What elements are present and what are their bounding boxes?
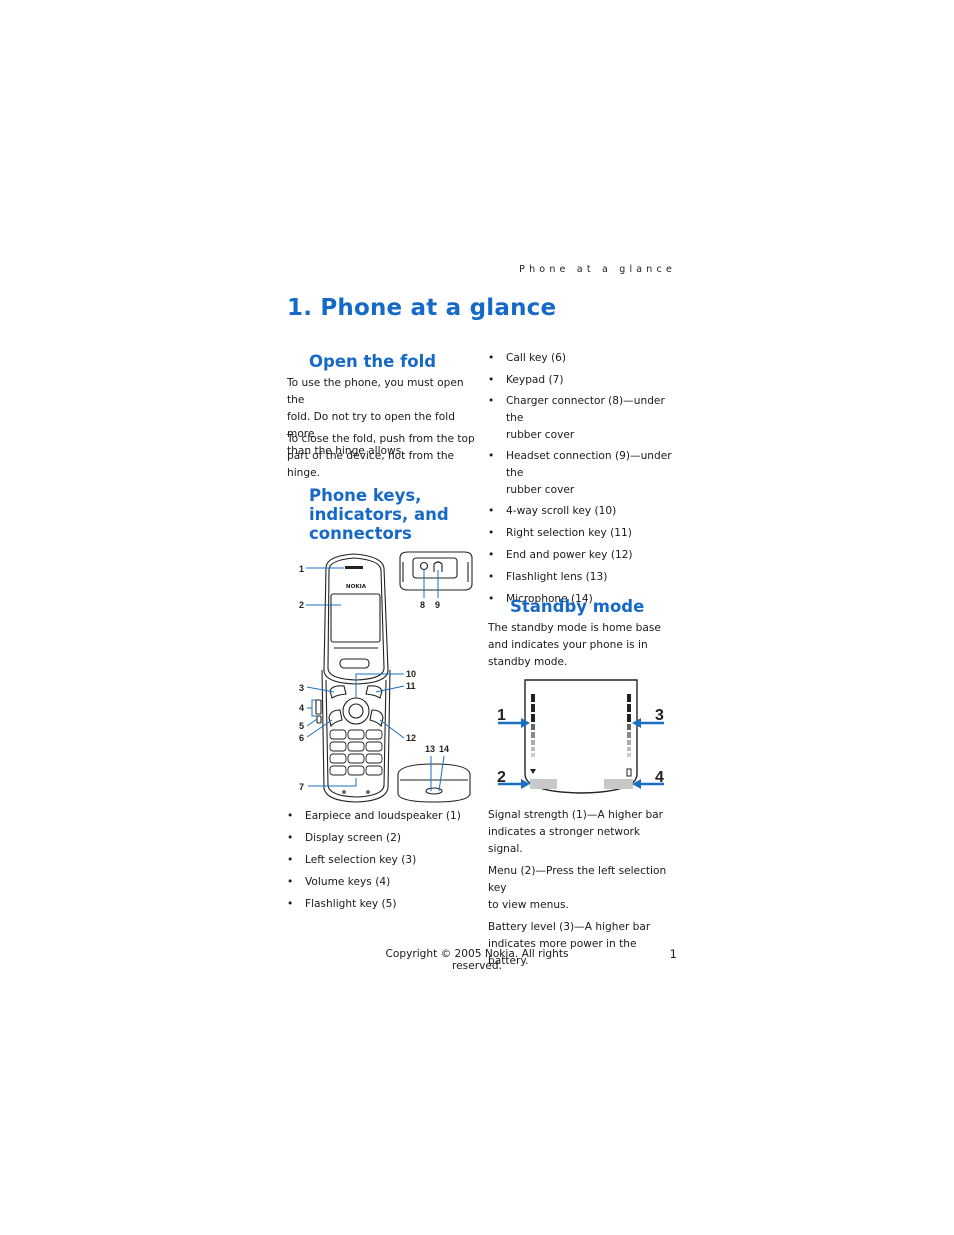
list-item: Charger connector (8)—under the rubber co… — [488, 393, 678, 444]
standby-notes: Signal strength (1)—A higher bar indicat… — [488, 807, 678, 970]
brand-logo: NOKIA — [346, 584, 367, 590]
list-item: Keypad (7) — [488, 372, 678, 389]
standby-intro: The standby mode is home base and indica… — [488, 620, 678, 671]
open-fold-paragraph-2: To close the fold, push from the top par… — [287, 431, 477, 482]
list-item: Flashlight lens (13) — [488, 569, 678, 586]
text-line: To use the phone, you must open the — [287, 377, 464, 406]
callout-11: 11 — [406, 681, 416, 691]
text-line: standby mode. — [488, 656, 568, 668]
list-item: Left selection key (3) — [287, 852, 477, 869]
list-item: Earpiece and loudspeaker (1) — [287, 808, 477, 825]
callout-2: 2 — [299, 600, 304, 610]
callout-9: 9 — [435, 600, 440, 610]
scroll-key — [342, 697, 370, 725]
callout-14: 14 — [439, 744, 449, 754]
list-item: Call key (6) — [488, 350, 678, 367]
list-item: 4-way scroll key (10) — [488, 503, 678, 520]
chapter-title: 1. Phone at a glance — [287, 295, 557, 321]
heading-line: indicators, and — [309, 505, 449, 524]
text-line: Battery level (3)—A higher bar — [488, 921, 651, 933]
list-item: End and power key (12) — [488, 547, 678, 564]
callout-1: 1 — [497, 707, 506, 724]
running-header: Phone at a glance — [519, 264, 676, 275]
list-item: Volume keys (4) — [287, 874, 477, 891]
text-line: To close the fold, push from the top — [287, 433, 475, 445]
page-number: 1 — [669, 947, 677, 961]
text-line: Keypad (7) — [506, 374, 564, 386]
text-line: than the hinge allows. — [287, 445, 405, 457]
text-line: The standby mode is home base — [488, 622, 661, 634]
phone-upper-fold — [323, 553, 389, 685]
text-line: and indicates your phone is in — [488, 639, 648, 651]
phone-lower-fold — [321, 669, 391, 803]
menu-softkey-bar — [530, 779, 557, 789]
heading-open-fold: Open the fold — [309, 352, 437, 371]
callout-7: 7 — [299, 782, 304, 792]
key-list-right: Call key (6) Keypad (7) Charger connecto… — [488, 350, 678, 608]
arrow-3 — [632, 718, 641, 728]
phone-top-view — [399, 551, 473, 591]
note-battery-level: Battery level (3)—A higher bar indicates… — [488, 919, 678, 970]
text-line: rubber cover — [506, 484, 575, 496]
callout-10: 10 — [406, 669, 416, 679]
earpiece — [345, 566, 363, 569]
list-item: Flashlight key (5) — [287, 896, 477, 913]
text-line: part of the device, not from the hinge. — [287, 450, 455, 479]
heading-line: Phone keys, — [309, 486, 422, 505]
text-line: to view menus. — [488, 899, 569, 911]
note-signal-strength: Signal strength (1)—A higher bar indicat… — [488, 807, 678, 858]
text-line: End and power key (12) — [506, 549, 633, 561]
callout-3: 3 — [655, 707, 664, 724]
arrow-2 — [521, 779, 530, 789]
text-line: Signal strength (1)—A higher bar — [488, 809, 664, 821]
screen-outline — [524, 679, 638, 794]
phone-illustration: NOKIA 1 2 3 4 5 6 7 8 9 10 11 12 13 14 — [299, 551, 473, 803]
copyright-footer: Copyright © 2005 Nokia. All rights reser… — [385, 948, 569, 972]
callout-12: 12 — [406, 733, 416, 743]
callout-1: 1 — [299, 564, 304, 574]
list-item: Microphone (14) — [488, 591, 678, 608]
text-line: Microphone (14) — [506, 593, 593, 605]
heading-line: connectors — [309, 524, 412, 543]
arrow-1 — [521, 718, 530, 728]
callout-4: 4 — [299, 703, 304, 713]
right-softkey-bar — [604, 779, 633, 789]
key-list-left: Earpiece and loudspeaker (1) Display scr… — [287, 808, 477, 913]
text-line: rubber cover — [506, 429, 575, 441]
note-menu: Menu (2)—Press the left selection key to… — [488, 863, 678, 914]
text-line: Right selection key (11) — [506, 527, 632, 539]
text-line: Headset connection (9)—under the — [506, 450, 672, 479]
text-line: 4-way scroll key (10) — [506, 505, 617, 517]
callout-13: 13 — [425, 744, 435, 754]
antenna-icon — [530, 769, 536, 774]
heading-standby-mode: Standby mode — [510, 597, 645, 616]
battery-icon — [626, 768, 632, 777]
callout-3: 3 — [299, 683, 304, 693]
standby-screen-illustration: 1 2 3 4 — [497, 679, 664, 794]
callout-8: 8 — [420, 600, 425, 610]
open-fold-paragraph-1: To use the phone, you must open the fold… — [287, 375, 477, 460]
callout-2: 2 — [497, 769, 506, 786]
phone-display — [330, 593, 381, 643]
text-line: Menu (2)—Press the left selection key — [488, 865, 667, 894]
arrow-4 — [632, 779, 641, 789]
list-item: Headset connection (9)—under the rubber c… — [488, 448, 678, 499]
text-line: indicates more power in the battery. — [488, 938, 637, 967]
signal-strength-bars — [531, 694, 535, 757]
callout-6: 6 — [299, 733, 304, 743]
text-line: indicates a stronger network signal. — [488, 826, 641, 855]
phone-bottom-view — [397, 763, 471, 803]
list-item: Right selection key (11) — [488, 525, 678, 542]
heading-phone-keys: Phone keys, indicators, and connectors — [309, 486, 449, 543]
battery-level-bars — [627, 694, 631, 757]
text-line: Call key (6) — [506, 352, 567, 364]
callout-4: 4 — [655, 769, 664, 786]
callout-5: 5 — [299, 721, 304, 731]
text-line: Charger connector (8)—under the — [506, 395, 665, 424]
text-line: fold. Do not try to open the fold more — [287, 411, 455, 440]
list-item: Display screen (2) — [287, 830, 477, 847]
text-line: Flashlight lens (13) — [506, 571, 608, 583]
